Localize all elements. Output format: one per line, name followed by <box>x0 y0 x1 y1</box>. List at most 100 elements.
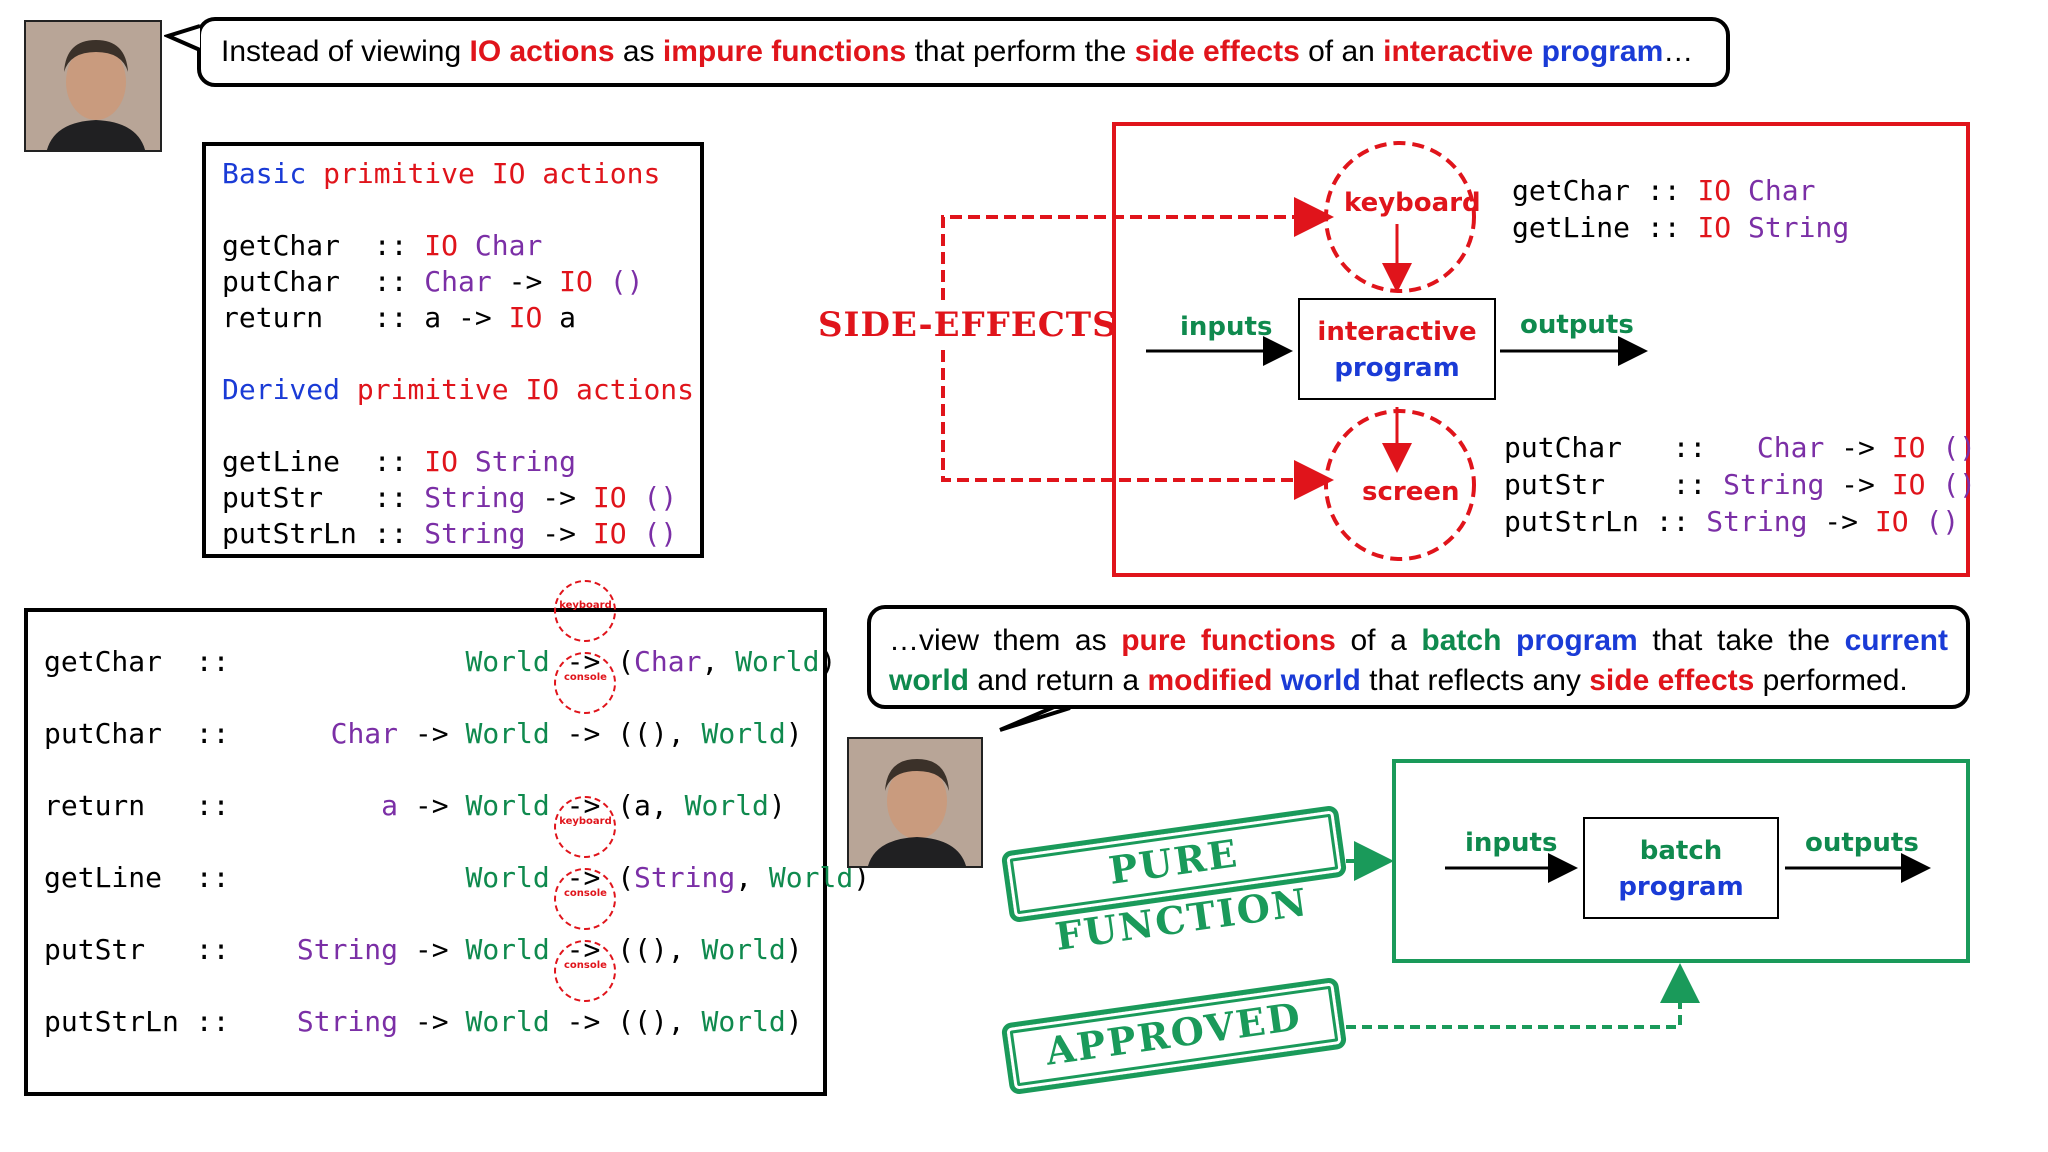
presenter-avatar-bottom <box>847 737 983 868</box>
text-segment: World <box>465 645 550 678</box>
text-segment: :: <box>1638 505 1707 538</box>
text-segment: IO <box>542 265 593 298</box>
text-segment: program <box>1516 624 1638 657</box>
text-segment: … <box>1663 35 1694 68</box>
text-segment: and return a <box>969 664 1148 697</box>
text-segment: String <box>407 517 526 550</box>
world-signature-line: putStrLn :: String -> World -> console((… <box>44 940 823 1058</box>
text-segment: :: <box>373 265 408 298</box>
pure-diagram-box <box>1392 759 1970 963</box>
text-segment: putChar <box>1504 431 1656 464</box>
text-segment: World <box>465 1005 550 1038</box>
text-segment: getChar <box>1512 174 1631 207</box>
text-segment: :: <box>195 933 230 966</box>
text-segment: batch <box>1421 624 1502 657</box>
text-segment: -> <box>1824 468 1892 501</box>
text-segment: IO <box>576 517 627 550</box>
text-segment: Char <box>1723 431 1825 464</box>
top-bubble-tail <box>164 24 201 52</box>
text-segment: ) <box>768 789 786 822</box>
interactive-program-box: interactive program <box>1298 298 1496 400</box>
presenter-avatar-top <box>24 20 162 152</box>
text-segment: :: <box>373 517 408 550</box>
text-segment: Char <box>1731 174 1816 207</box>
text-segment: as <box>614 35 663 68</box>
text-segment: :: <box>1630 174 1698 207</box>
text-segment: Char <box>407 265 492 298</box>
text-segment: IO <box>407 445 459 478</box>
text-segment: :: <box>373 229 408 262</box>
text-segment: putStr <box>222 481 374 514</box>
primitive-io-box: Basic primitive IO actions getChar :: IO… <box>202 142 704 558</box>
text-segment: ) <box>853 861 871 894</box>
text-segment: return <box>44 789 196 822</box>
text-segment: IO <box>407 229 459 262</box>
text-segment: program <box>1541 35 1664 68</box>
code-line: putChar :: Char -> IO () <box>222 264 700 300</box>
impure-diagram-box <box>1112 122 1970 577</box>
text-segment: IO <box>1697 174 1732 207</box>
world-transition-arrow: -> console <box>550 652 617 770</box>
bottom-bubble-text: …view them as pure functions of a batch … <box>889 624 1948 697</box>
text-segment: putStr <box>1504 468 1656 501</box>
text-segment: world <box>1280 664 1361 697</box>
text-segment: putStrLn <box>1504 505 1639 538</box>
text-segment: IO actions <box>469 35 615 68</box>
keyboard-circle-label: keyboard <box>1344 188 1481 218</box>
text-segment: , <box>735 861 769 894</box>
text-segment: String <box>634 861 736 894</box>
screen-circle-label: screen <box>1362 477 1460 507</box>
text-segment: a <box>381 789 399 822</box>
text-segment: ), <box>650 717 702 750</box>
world-arg <box>229 717 330 750</box>
text-segment: IO <box>491 301 543 334</box>
text-segment: of an <box>1299 35 1384 68</box>
code-line: getLine :: IO String <box>222 444 700 480</box>
text-segment: (a, <box>617 789 685 822</box>
world-arg <box>229 861 465 894</box>
text-segment: String <box>296 933 399 966</box>
text-segment: impure functions <box>662 35 907 68</box>
world-signature-line: return :: a -> World -> (a, World) <box>44 770 823 842</box>
text-segment: () <box>592 265 644 298</box>
text-segment: World <box>768 861 854 894</box>
text-segment: putStrLn <box>44 1005 196 1038</box>
code-line: putStrLn :: String -> IO () <box>222 516 700 552</box>
text-segment: -> <box>1824 431 1892 464</box>
text-segment: () <box>1925 431 1977 464</box>
text-segment: , <box>701 645 736 678</box>
text-segment: ) <box>785 1005 803 1038</box>
text-segment: ) <box>785 717 803 750</box>
text-segment: String <box>1706 505 1808 538</box>
batch-program-box: batch program <box>1583 817 1779 919</box>
text-segment: getChar <box>222 229 374 262</box>
text-segment: :: <box>195 861 230 894</box>
code-line: getChar :: IO Char <box>222 228 700 264</box>
world-arg <box>229 789 381 822</box>
text-segment: performed. <box>1754 664 1908 697</box>
text-segment: ), <box>650 933 702 966</box>
input-signature-line: getChar :: IO Char <box>1512 172 1849 209</box>
text-segment: String <box>1723 468 1825 501</box>
text-segment: world <box>889 664 969 697</box>
text-segment: World <box>465 789 550 822</box>
text-segment: getChar <box>44 645 196 678</box>
text-segment: -> <box>398 1005 466 1038</box>
effect-circle: keyboard <box>554 796 617 858</box>
text-segment: getLine <box>44 861 196 894</box>
text-segment: that reflects any <box>1360 664 1590 697</box>
text-segment: -> <box>1807 505 1875 538</box>
text-segment: -> <box>525 517 577 550</box>
text-segment: return <box>222 301 374 334</box>
output-signature-line: putChar :: Char -> IO () <box>1504 429 1976 466</box>
text-segment: :: <box>1630 211 1698 244</box>
text-segment <box>1501 624 1516 657</box>
text-segment: ( <box>617 861 635 894</box>
text-segment: :: <box>195 645 230 678</box>
text-segment: -> <box>398 789 466 822</box>
text-segment: :: <box>195 1005 230 1038</box>
text-segment: …view them as <box>889 624 1122 657</box>
text-segment: World <box>465 933 550 966</box>
